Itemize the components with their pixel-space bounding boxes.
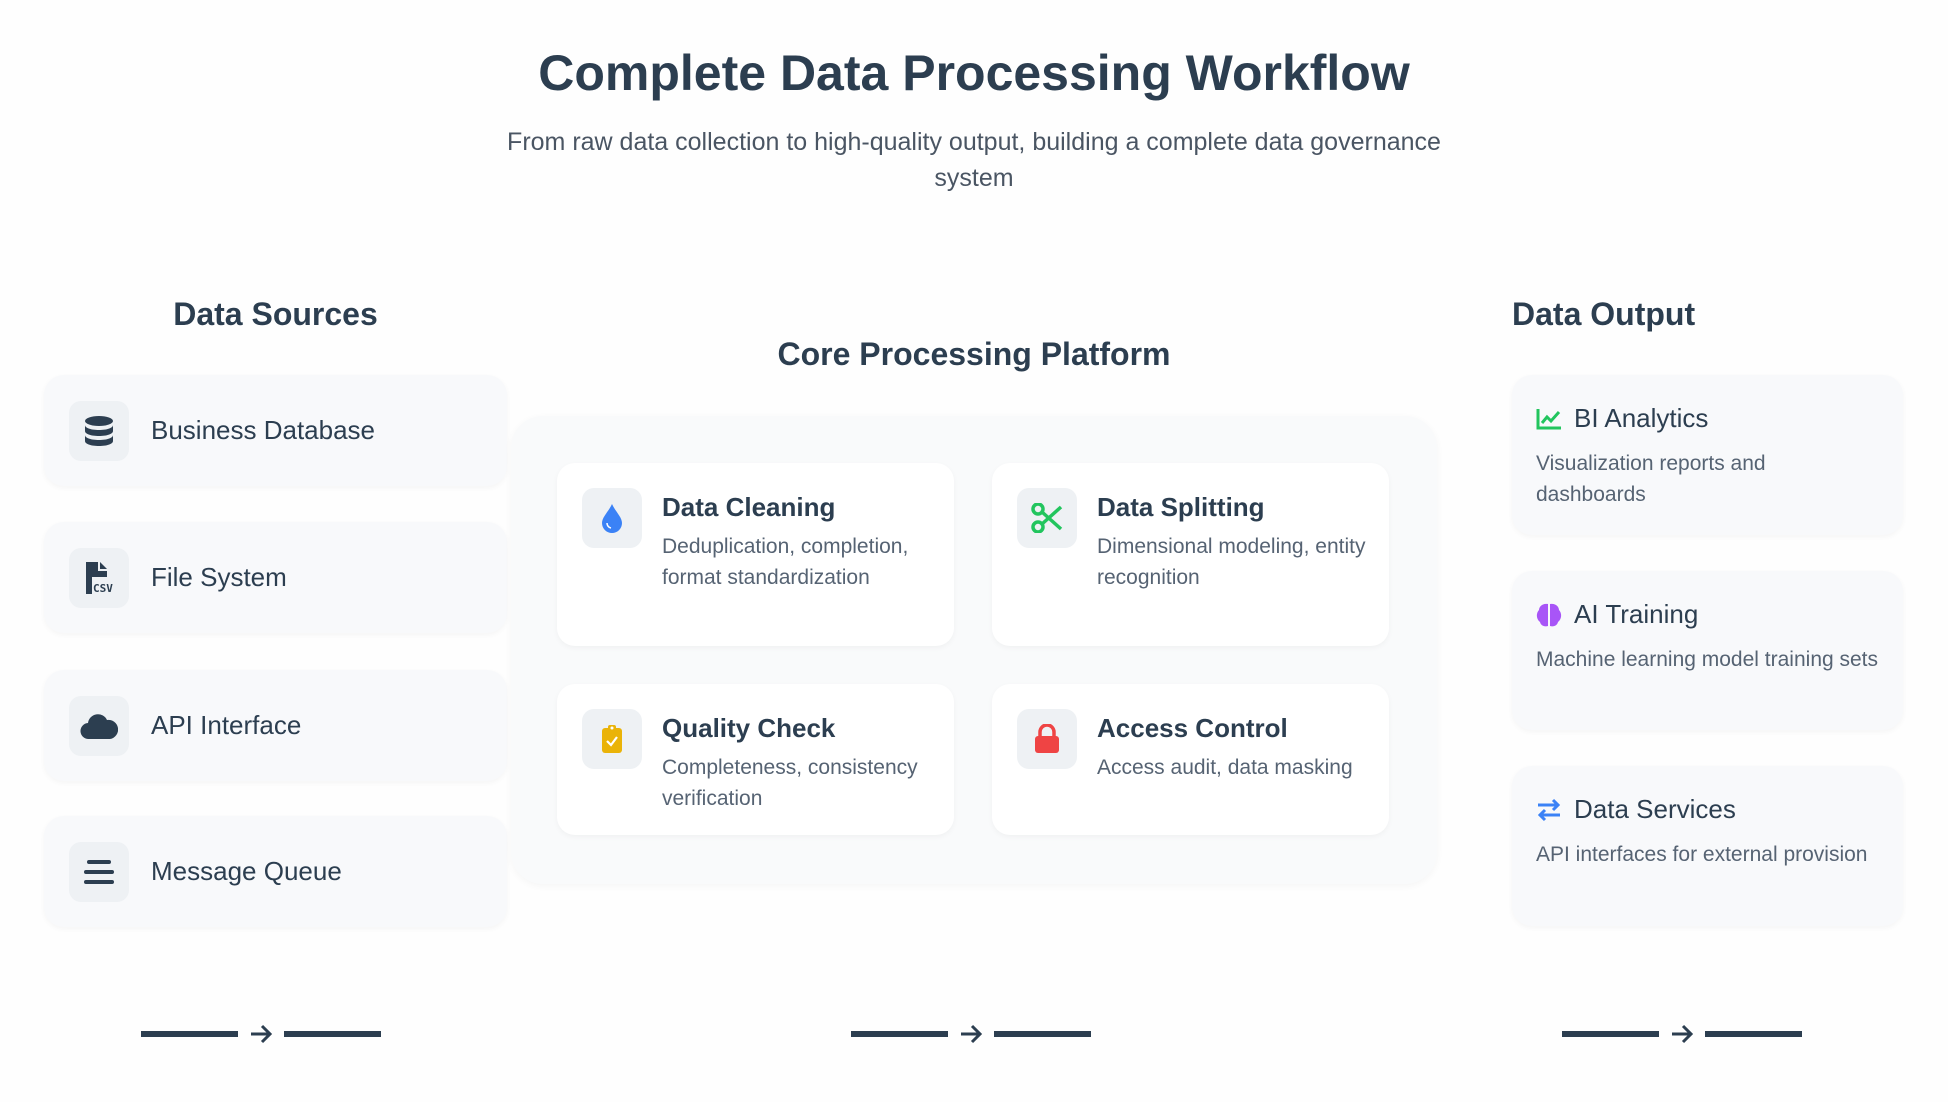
source-file-system[interactable]: CSV File System (44, 522, 507, 633)
droplet-icon (582, 488, 642, 548)
card-title: AI Training (1574, 599, 1699, 629)
card-desc: Access audit, data masking (1097, 756, 1353, 779)
output-card-ai-training[interactable]: AI Training Machine learning model train… (1512, 571, 1903, 730)
card-desc: Completeness, consistency verification (662, 756, 918, 810)
source-message-queue[interactable]: Message Queue (44, 816, 507, 927)
source-business-database[interactable]: Business Database (44, 375, 507, 486)
cloud-icon (69, 695, 129, 756)
card-title: Data Services (1574, 794, 1736, 824)
card-desc: Deduplication, completion, format standa… (662, 535, 909, 589)
page-subtitle: From raw data collection to high-quality… (507, 128, 1441, 192)
flow-connector-right (1562, 1020, 1802, 1048)
exchange-icon (1537, 798, 1561, 821)
source-label: API Interface (151, 710, 302, 740)
source-label: Message Queue (151, 856, 342, 886)
bars-icon (69, 841, 129, 902)
clipboard-check-icon (582, 709, 642, 769)
database-icon (69, 400, 129, 461)
card-desc: Visualization reports and dashboards (1536, 452, 1766, 506)
output-card-bi-analytics[interactable]: BI Analytics Visualization reports and d… (1512, 375, 1903, 535)
flow-connector-left (141, 1020, 381, 1048)
card-title: Data Splitting (1097, 492, 1265, 522)
source-api-interface[interactable]: API Interface (44, 670, 507, 781)
brain-icon (1536, 603, 1562, 626)
core-heading: Core Processing Platform (777, 336, 1171, 372)
card-title: Data Cleaning (662, 492, 836, 522)
source-label: Business Database (151, 415, 376, 445)
scissors-icon (1017, 488, 1077, 548)
card-desc: Dimensional modeling, entity recognition (1097, 535, 1366, 589)
card-desc: Machine learning model training sets (1536, 648, 1879, 671)
output-heading: Data Output (1512, 296, 1696, 332)
arrow-right-icon (948, 1023, 994, 1045)
card-title: Quality Check (662, 713, 836, 743)
csv-file-icon: CSV (69, 547, 129, 608)
source-label: File System (151, 562, 287, 592)
card-title: Access Control (1097, 713, 1288, 743)
arrow-right-icon (1659, 1023, 1705, 1045)
svg-text:CSV: CSV (93, 582, 113, 594)
chart-line-icon (1536, 408, 1561, 429)
output-card-data-services[interactable]: Data Services API interfaces for externa… (1512, 766, 1903, 926)
lock-icon (1017, 709, 1077, 769)
arrow-right-icon (238, 1023, 284, 1045)
card-desc: API interfaces for external provision (1536, 843, 1868, 866)
sources-heading: Data Sources (173, 296, 378, 332)
card-title: BI Analytics (1574, 403, 1709, 433)
flow-connector-center (851, 1020, 1091, 1048)
page-title: Complete Data Processing Workflow (538, 45, 1410, 101)
